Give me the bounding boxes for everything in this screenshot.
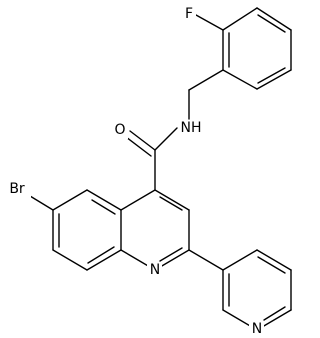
pyridyl-ring — [222, 249, 292, 331]
bond — [120, 189, 156, 211]
bond-c-n — [154, 127, 178, 151]
quinoline-pyridine-ring — [120, 189, 190, 271]
quinoline-benzo-ring — [52, 189, 122, 271]
fluorophenyl-ring — [222, 7, 292, 90]
bond — [222, 7, 258, 31]
bond — [154, 189, 190, 211]
bond — [222, 249, 258, 271]
bond — [86, 189, 122, 211]
bond-c-o — [129, 130, 156, 151]
bond-c-f — [195, 14, 224, 31]
double-bond-inner — [257, 67, 286, 84]
fluorine-label: F — [185, 6, 193, 22]
quinoline-nitrogen-label: N — [150, 262, 160, 278]
bond — [52, 249, 88, 271]
double-bond-inner — [87, 246, 115, 264]
bond-c-br — [29, 195, 54, 211]
double-bond-inner — [159, 247, 183, 262]
atom-labels: F NH O Br N N — [3, 6, 264, 337]
bond — [256, 7, 292, 31]
bond-c-o-double — [125, 136, 152, 157]
bond — [188, 69, 224, 91]
amide-nitrogen-label: NH — [181, 120, 202, 136]
bond — [256, 69, 292, 90]
double-bond-inner — [91, 199, 116, 215]
bond — [222, 69, 258, 90]
double-bond-inner — [263, 306, 286, 321]
bond — [86, 249, 122, 271]
carbonyl-oxygen-label: O — [114, 122, 125, 138]
molecule-diagram: F NH O Br N N — [3, 6, 292, 337]
bromine-label: Br — [9, 181, 25, 197]
bond — [52, 189, 88, 211]
double-bond-inner — [257, 14, 286, 33]
double-bond-inner — [257, 256, 286, 274]
bond — [188, 249, 224, 271]
pyridine-nitrogen-label: N — [252, 321, 262, 337]
double-bond-inner — [159, 196, 183, 211]
bond — [256, 249, 292, 271]
